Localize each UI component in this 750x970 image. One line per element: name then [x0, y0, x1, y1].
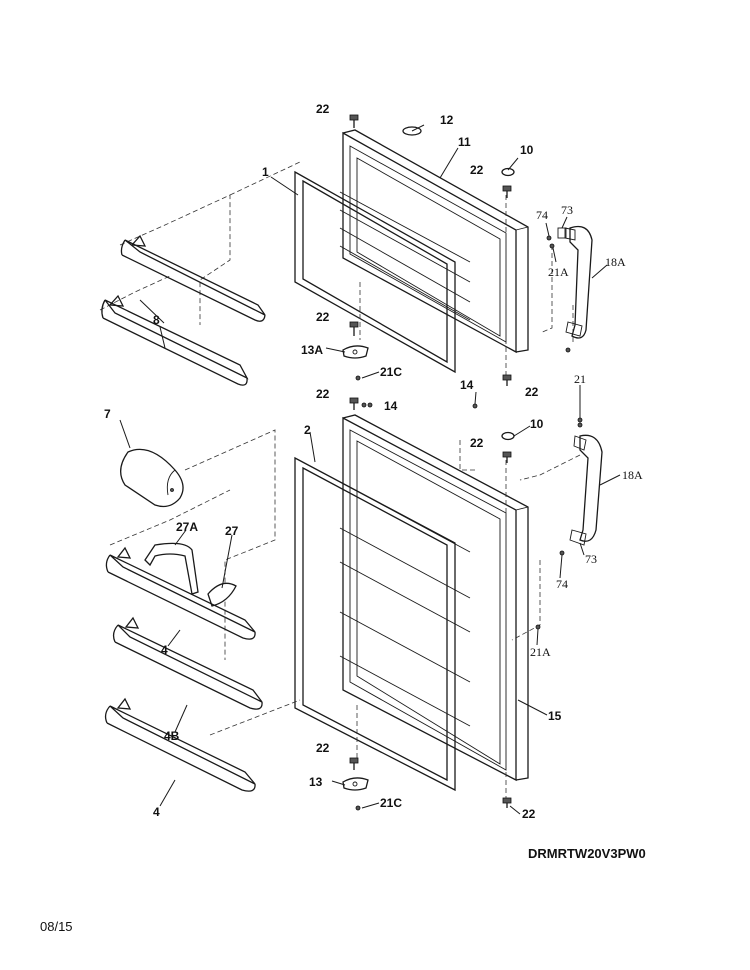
callout-74: 74 [536, 208, 548, 222]
callout-18a: 18A [622, 468, 643, 482]
callout-21c: 21C [380, 796, 402, 810]
fresh-food-door-gasket [294, 456, 456, 792]
bin-end-cap-27 [207, 582, 237, 607]
callout-10: 10 [530, 417, 544, 431]
callout-22: 22 [316, 741, 330, 755]
callout-21c: 21C [380, 365, 402, 379]
freezer-handle [564, 225, 593, 339]
callout-11: 11 [458, 135, 471, 149]
callout-12: 12 [440, 113, 454, 127]
callout-labels: 22 12 11 1 22 10 74 73 21A 18A 8 22 13A … [104, 102, 643, 821]
freezer-door-outer-panel [339, 129, 529, 354]
callout-27a: 27A [176, 520, 198, 534]
callout-22: 22 [316, 387, 330, 401]
callout-22: 22 [316, 310, 330, 324]
callout-13: 13 [309, 775, 323, 789]
callout-73: 73 [561, 203, 573, 217]
freezer-door-gasket [294, 170, 456, 374]
callout-21a: 21A [530, 645, 551, 659]
callout-13a: 13A [301, 343, 323, 357]
bin-handle-27a [144, 542, 199, 595]
callout-21a: 21A [548, 265, 569, 279]
callout-22: 22 [316, 102, 330, 116]
screws-lower [349, 397, 583, 811]
revision-date: 08/15 [40, 919, 73, 934]
door-bin-4b [112, 616, 263, 710]
door-bin-4-upper [105, 546, 256, 640]
callout-14: 14 [384, 399, 398, 413]
callout-22: 22 [470, 436, 484, 450]
leader-lines [119, 124, 621, 815]
callout-2: 2 [304, 423, 311, 437]
callout-15: 15 [548, 709, 562, 723]
callout-10: 10 [520, 143, 534, 157]
fresh-food-handle [569, 434, 603, 546]
door-bin-4-lower [104, 697, 256, 792]
callout-73: 73 [585, 552, 597, 566]
callout-22: 22 [525, 385, 539, 399]
callout-27: 27 [225, 524, 239, 538]
hinge-13 [342, 777, 369, 791]
callout-18a: 18A [605, 255, 626, 269]
callout-21: 21 [574, 372, 586, 386]
freezer-shelf-upper [120, 234, 266, 322]
callout-14: 14 [460, 378, 474, 392]
callout-8: 8 [153, 313, 160, 327]
callout-22: 22 [470, 163, 484, 177]
hinge-13a [342, 345, 369, 359]
callout-22: 22 [522, 807, 536, 821]
fresh-food-door-outer-panel [339, 414, 529, 782]
callout-4: 4 [161, 643, 168, 657]
callout-7: 7 [104, 407, 111, 421]
callout-4: 4 [153, 805, 160, 819]
freezer-shelf-lower [101, 294, 249, 386]
callout-1: 1 [262, 165, 269, 179]
callout-74: 74 [556, 577, 568, 591]
diagram-code: DRMRTW20V3PW0 [528, 846, 646, 861]
callout-4b: 4B [164, 729, 180, 743]
dairy-bin-cover [120, 448, 184, 508]
